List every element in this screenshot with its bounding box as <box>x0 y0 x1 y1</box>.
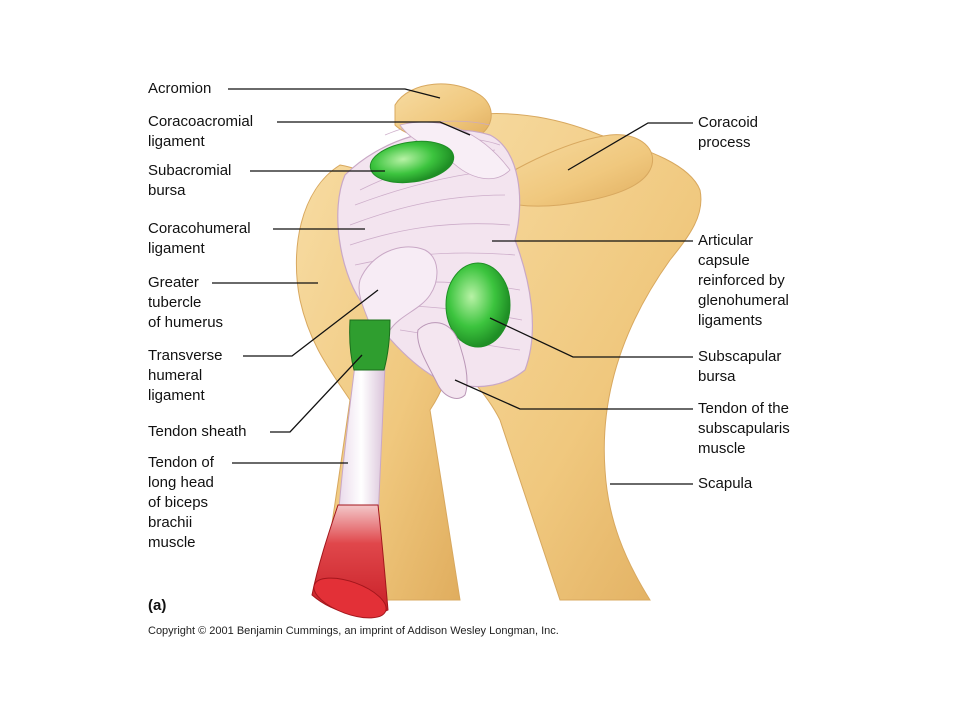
label-coracohumeral-ligament: Coracohumeral ligament <box>148 220 251 257</box>
label-acromion: Acromion <box>148 80 212 97</box>
label-coracoacromial-ligament: Coracoacromial ligament <box>148 113 254 150</box>
leader-subscapularis-tendon <box>454 379 693 410</box>
coracoid-shape <box>489 134 653 207</box>
biceps-tendon-top-shape <box>358 246 438 331</box>
leader-subscapular-bursa <box>489 317 693 358</box>
leader-coracoacromial <box>277 121 471 136</box>
leader-acromion <box>228 88 441 99</box>
biceps-cut-surface <box>313 577 387 619</box>
copyright-notice: Copyright © 2001 Benjamin Cummings, an i… <box>148 625 559 637</box>
leader-coracoid <box>567 122 693 171</box>
label-subscapular-bursa: Subscapular bursa <box>698 348 782 385</box>
panel-letter: (a) <box>148 597 167 614</box>
label-coracoid-process: Coracoid process <box>698 114 759 151</box>
label-greater-tubercle: Greater tubercle of humerus <box>148 274 224 331</box>
subscapularis-tendon-shape <box>417 322 468 399</box>
label-articular-capsule: Articular capsule reinforced by glenohum… <box>698 232 789 329</box>
subscapular-bursa-shape <box>445 262 511 348</box>
label-scapula: Scapula <box>698 475 753 492</box>
label-subacromial-bursa: Subacromial bursa <box>148 162 232 199</box>
subacromial-bursa-shape <box>369 140 455 184</box>
leader-tendon-sheath <box>270 354 363 433</box>
label-transverse-humeral-ligament: Transverse humeral ligament <box>148 347 223 404</box>
label-subscapularis-tendon: Tendon of the subscapularis muscle <box>698 400 790 457</box>
label-biceps-tendon: Tendon of long head of biceps brachii mu… <box>148 454 214 551</box>
leader-transverse <box>243 289 379 357</box>
label-tendon-sheath: Tendon sheath <box>148 423 247 440</box>
leader-lines <box>212 88 693 485</box>
